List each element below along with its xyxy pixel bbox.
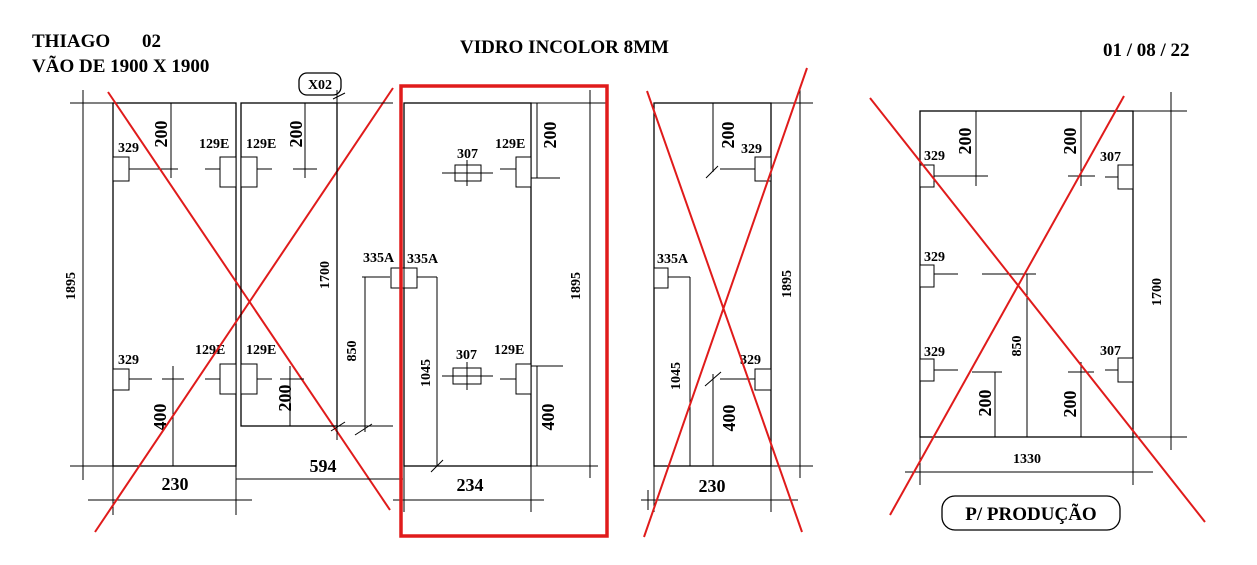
cancel-line-1b	[94, 87, 394, 533]
panel-3-hw-tr: 129E	[495, 137, 525, 152]
tag-label: X02	[308, 78, 332, 93]
panel-4-hw-tr: 329	[741, 142, 762, 157]
panel-4: 1895 200 329 335A 1045 329 400 230	[641, 67, 813, 538]
panel-1-hw-bl: 329	[118, 353, 139, 368]
cancel-line-4b	[643, 67, 808, 538]
panel-2-dim-bottom: 200	[275, 385, 295, 412]
panel-1: 1895 329 129E 200 329 129E 400 230	[64, 87, 394, 533]
drawing-date: 01 / 08 / 22	[1103, 40, 1190, 61]
panel-3-hw-mid: 335A	[407, 252, 439, 267]
cancel-line-4a	[646, 90, 803, 533]
panel-5-hw-bl: 329	[924, 345, 945, 360]
panel-3-dim-bottom: 400	[538, 404, 558, 431]
hinge-129e-bl	[240, 363, 258, 395]
hinge-129e-p3-tr	[515, 156, 532, 188]
panel-1-height: 1895	[64, 272, 79, 300]
panel-2-height: 1700	[318, 261, 333, 289]
panel-4-width: 230	[699, 476, 726, 496]
hinge-329-p4-br	[754, 368, 772, 391]
panel-5-dim-tl: 200	[955, 128, 975, 155]
panel-2-hw-bl: 129E	[246, 343, 276, 358]
hinge-329-p5-ml	[919, 264, 935, 288]
panel-4-dim-top: 200	[718, 122, 738, 149]
production-stamp-box	[941, 495, 1121, 531]
panel-3-hw-top: 307	[457, 147, 478, 162]
panel-5-dim-tr: 200	[1060, 128, 1080, 155]
panel-3-dim-mid: 1045	[419, 359, 434, 387]
lock-335a-p4	[653, 267, 669, 289]
panel-2-overall: 594	[310, 456, 337, 476]
opening-size: VÃO DE 1900 X 1900	[32, 55, 209, 77]
panel-5-hw-tr: 307	[1100, 150, 1121, 165]
panel-5: 1700 329 200 200 307 329 850 329 200 307…	[869, 92, 1206, 523]
panel-1-hw-tr: 129E	[199, 137, 229, 152]
item-number: 02	[142, 31, 161, 52]
panel-4-hw-br: 329	[740, 353, 761, 368]
hinge-129e-br	[219, 363, 237, 395]
panel-2-hw-mid: 335A	[363, 251, 395, 266]
panel-4-dim-bottom: 400	[719, 405, 739, 432]
hinge-129e-tl	[240, 156, 258, 188]
panel-1-hw-tl: 329	[118, 141, 139, 156]
production-stamp: P/ PRODUÇÃO	[941, 495, 1121, 531]
panel-5-hw-tl: 329	[924, 149, 945, 164]
panel-2: X02 1700 129E 200 129E 200 335A 850 594	[235, 72, 403, 492]
glass-spec: VIDRO INCOLOR 8MM	[460, 37, 669, 58]
panel-1-outline	[112, 102, 237, 467]
hinge-307-p5-tr	[1117, 164, 1134, 190]
panel-5-hw-ml: 329	[924, 250, 945, 265]
panel-3-hw-bottom: 307	[456, 348, 477, 363]
cancel-line-5a	[869, 97, 1206, 523]
hinge-329-tl	[112, 156, 130, 182]
selection-highlight-box	[399, 84, 609, 538]
panel-1-dim-bottom: 400	[150, 404, 170, 431]
panel-2-dim-mid: 850	[345, 341, 360, 362]
panel-5-height: 1700	[1150, 278, 1165, 306]
panel-3-hw-br: 129E	[494, 343, 524, 358]
panel-4-hw-mid: 335A	[657, 252, 689, 267]
hinge-129e-p3-br	[515, 363, 532, 395]
panel-4-height: 1895	[780, 270, 795, 298]
panel-5-dim-mid: 850	[1010, 336, 1025, 357]
panel-3: 1895 307 129E 200 335A 1045 307 129E 400…	[390, 84, 609, 538]
panel-5-dim-br: 200	[1060, 391, 1080, 418]
panel-3-width: 234	[457, 475, 484, 495]
panel-5-dim-bl: 200	[975, 390, 995, 417]
cancel-line-5b	[889, 95, 1125, 516]
panel-3-height: 1895	[569, 272, 584, 300]
panel-2-hw-tl: 129E	[246, 137, 276, 152]
hinge-329-p5-bl	[919, 358, 935, 382]
production-stamp-label: P/ PRODUÇÃO	[965, 503, 1096, 525]
panel-5-hw-br: 307	[1100, 344, 1121, 359]
panel-1-hw-br: 129E	[195, 343, 225, 358]
panel-5-width: 1330	[1013, 452, 1041, 467]
client-name: THIAGO	[32, 31, 110, 52]
panel-1-dim-top: 200	[151, 121, 171, 148]
hinge-307-p5-br	[1117, 357, 1134, 383]
panel-2-dim-top: 200	[286, 121, 306, 148]
tag-box	[298, 72, 342, 96]
panel-3-dim-top: 200	[540, 122, 560, 149]
panel-4-dim-mid: 1045	[669, 362, 684, 390]
panel-1-width: 230	[162, 474, 189, 494]
hinge-129e-tr	[219, 156, 237, 188]
hinge-329-bl	[112, 368, 130, 391]
